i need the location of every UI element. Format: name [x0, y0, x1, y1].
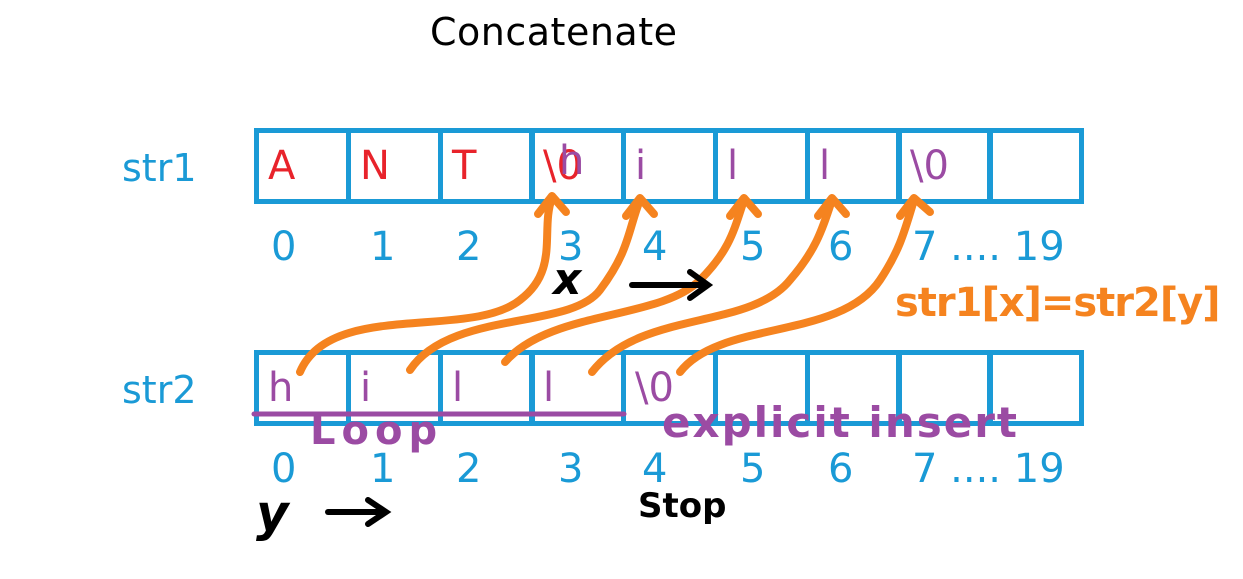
str2-index-label: 5 [740, 446, 766, 492]
str1-cell-value: l [819, 143, 831, 189]
str1-index-label: 5 [740, 224, 766, 270]
str1-index-label: 0 [271, 224, 297, 270]
str2-index-label: 3 [558, 446, 584, 492]
str1-index-label: 1 [370, 224, 396, 270]
str2-index-label: 4 [642, 446, 668, 492]
copy-arrow-null-head [896, 194, 934, 220]
copy-arrow-h [296, 194, 556, 376]
str2-index-label: 6 [828, 446, 854, 492]
str2-label: str2 [122, 368, 197, 412]
copy-arrow-null [676, 196, 918, 376]
str2-index-label: 2 [456, 446, 482, 492]
str1-cell-value: i [635, 143, 647, 189]
str2-index-label: 7 .... 19 [912, 446, 1065, 492]
x-variable-label: x [553, 254, 582, 305]
str1-cell-8 [987, 128, 1084, 204]
loop-annotation: Loop [310, 408, 444, 454]
str1-cell-value: l [727, 143, 739, 189]
assignment-formula: str1[x]=str2[y] [895, 280, 1220, 326]
str2-cell-value: l [543, 365, 555, 411]
str1-cell-value: \0 [910, 143, 949, 189]
copy-arrow-i-head [622, 194, 658, 220]
stop-annotation: Stop [638, 486, 727, 526]
str1-index-label: 3 [558, 224, 584, 270]
str1-index-label: 2 [456, 224, 482, 270]
y-direction-arrow-head [365, 497, 392, 527]
str2-cell-value: l [452, 365, 464, 411]
str1-cell-value: N [360, 143, 390, 189]
str1-index-label: 7 .... 19 [912, 224, 1065, 270]
str1-cell-value: A [268, 143, 296, 189]
str1-index-label: 4 [642, 224, 668, 270]
str2-cell-value: h [268, 365, 294, 411]
explicit-insert-annotation: explicit insert [662, 398, 1019, 447]
str2-cell-value: \0 [635, 365, 674, 411]
copy-arrow-l2-head [814, 194, 850, 220]
str1-index-label: 6 [828, 224, 854, 270]
str2-index-label: 0 [271, 446, 297, 492]
str1-cell-value: T [452, 143, 477, 189]
copy-arrow-l1-head [726, 194, 762, 220]
diagram-title: Concatenate [430, 10, 678, 54]
str1-cell-value: \0 [543, 143, 582, 189]
str1-label: str1 [122, 146, 197, 190]
str2-cell-value: i [360, 365, 372, 411]
copy-arrow-l1 [501, 196, 748, 366]
x-direction-arrow-head [687, 269, 714, 301]
str2-cell-8 [987, 350, 1084, 426]
copy-arrow-h-head [534, 192, 570, 218]
str1-overwritten-char: h [559, 138, 585, 184]
y-variable-label: y [256, 484, 289, 542]
copy-arrow-l2 [588, 196, 836, 376]
str2-index-label: 1 [370, 446, 396, 492]
copy-arrow-i [406, 196, 644, 374]
